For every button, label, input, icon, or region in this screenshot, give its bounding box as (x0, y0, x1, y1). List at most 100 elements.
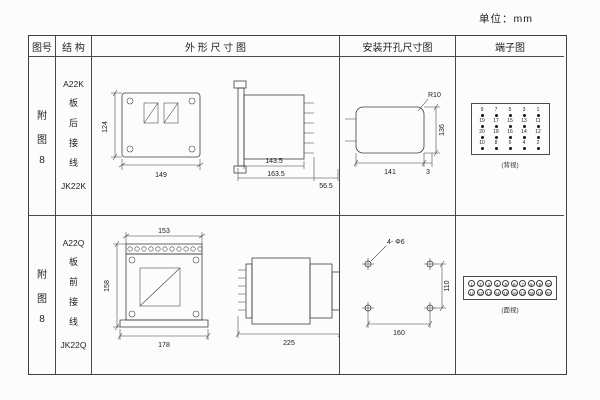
fig-char: 图 (37, 134, 47, 146)
mounting-drawing-a22q: 4- Φ6 110 160 (362, 239, 451, 337)
header-mounting-dims: 安装开孔尺寸图 (340, 36, 456, 57)
terminal-pin: 15 (502, 289, 510, 296)
outline-drawing-row1: 124 149 143.5 163.5 56.5 (92, 57, 340, 216)
outline-drawing-a22q: 153 158 178 (104, 228, 340, 349)
dim-front-width: 149 (155, 172, 167, 179)
structure-char: 接 (68, 297, 78, 307)
header-terminal-diagram: 端子图 (456, 36, 564, 57)
structure-row1: A22K 板 后 接 线 JK22K (56, 57, 92, 216)
terminal-pin: 6 (510, 280, 518, 287)
terminal-pin: 12 (534, 130, 543, 139)
structure-char: 接 (68, 138, 78, 148)
terminal-pin: 1 (534, 108, 543, 117)
dim-front-height: 124 (102, 121, 109, 133)
dim-side-depth: 56.5 (319, 183, 333, 190)
structure-char: 线 (68, 158, 78, 168)
header-fig-no: 图号 (29, 36, 56, 57)
unit-label: 单位：mm (479, 13, 533, 25)
terminal-pin: 8 (492, 141, 501, 150)
terminal-pin: 18 (492, 130, 501, 139)
dim-edge-gap: 3 (426, 169, 430, 176)
terminal-pin: 7 (492, 108, 501, 117)
dim-corner-radius: R10 (428, 92, 441, 99)
terminal-cell-row1: 9 7 5 3 1 19 17 15 13 11 20 18 16 (456, 57, 564, 216)
terminal-pin: 20 (544, 289, 552, 296)
terminal-row: 10 8 6 4 2 (478, 141, 543, 150)
terminal-pin: 19 (478, 119, 487, 128)
fig-no-row1: 附 图 8 (29, 57, 56, 216)
terminal-pin: 12 (476, 289, 484, 296)
structure-char: 后 (68, 118, 78, 128)
terminal-pin: 3 (520, 108, 529, 117)
dim-top-width: 153 (158, 228, 170, 235)
terminal-pin: 15 (506, 119, 515, 128)
dim-hole-spacing-v: 110 (444, 280, 451, 291)
dim-side-length: 225 (283, 340, 295, 347)
structure-char: 前 (68, 277, 78, 287)
dim-side-length1: 143.5 (265, 158, 283, 165)
model-code: A22K (63, 79, 84, 89)
terminal-pin: 20 (478, 130, 487, 139)
model-code: JK22Q (60, 340, 87, 350)
terminal-pin: 11 (534, 119, 543, 128)
terminal-pin: 10 (544, 280, 552, 287)
terminal-pin: 5 (502, 280, 510, 287)
terminal-diagram-front-view: 1 2 3 4 5 6 7 8 9 10 11 12 13 14 15 (463, 276, 557, 300)
structure-char: 线 (68, 317, 78, 327)
terminal-pin: 16 (510, 289, 518, 296)
model-code: A22Q (62, 238, 85, 248)
dimension-table: 图号 结 构 外 形 尺 寸 图 安装开孔尺寸图 端子图 附 图 8 A22K … (28, 35, 567, 375)
terminal-pin: 19 (536, 289, 544, 296)
terminal-pin: 13 (520, 119, 529, 128)
terminal-row: 19 17 15 13 11 (478, 119, 543, 128)
terminal-pin: 13 (485, 289, 493, 296)
terminal-pin: 9 (536, 280, 544, 287)
fig-char: 图 (37, 293, 47, 305)
terminal-pin: 14 (520, 130, 529, 139)
dim-hole-callout: 4- Φ6 (387, 239, 405, 246)
terminal-row: 1 2 3 4 5 6 7 8 9 10 (468, 280, 552, 287)
model-code: JK22K (60, 181, 87, 191)
fig-char: 8 (39, 154, 45, 166)
fig-char: 附 (37, 110, 47, 122)
dim-cutout-height: 136 (439, 124, 446, 136)
mounting-drawing-row1: R10 136 141 3 (340, 57, 456, 216)
terminal-diagram-rear-view: 9 7 5 3 1 19 17 15 13 11 20 18 16 (470, 103, 550, 155)
terminal-pin: 7 (519, 280, 527, 287)
mounting-drawing-row2: 4- Φ6 110 160 (340, 216, 456, 374)
terminal-pin: 8 (527, 280, 535, 287)
terminal-pin: 16 (506, 130, 515, 139)
structure-char: 板 (68, 257, 78, 267)
outline-drawing-a22k: 124 149 143.5 163.5 56.5 (102, 80, 339, 190)
terminal-pin: 17 (519, 289, 527, 296)
fig-char: 8 (39, 313, 45, 325)
terminal-row: 11 12 13 14 15 16 17 18 19 20 (468, 289, 552, 296)
header-structure: 结 构 (56, 36, 92, 57)
terminal-pin: 4 (520, 141, 529, 150)
terminal-pin: 4 (493, 280, 501, 287)
terminal-pin: 6 (506, 141, 515, 150)
terminal-pin: 2 (476, 280, 484, 287)
fig-char: 附 (37, 269, 47, 281)
terminal-pin: 14 (493, 289, 501, 296)
fig-no-row2: 附 图 8 (29, 216, 56, 374)
terminal-pin: 11 (468, 289, 476, 296)
dim-hole-spacing-h: 160 (393, 330, 405, 337)
terminal-view-label: (面视) (501, 307, 519, 314)
structure-char: 板 (68, 98, 78, 108)
dim-bottom-width: 178 (158, 342, 170, 349)
structure-row2: A22Q 板 前 接 线 JK22Q (56, 216, 92, 374)
terminal-pin: 10 (478, 141, 487, 150)
dim-front-height: 158 (104, 280, 111, 292)
dim-cutout-width: 141 (384, 169, 396, 176)
terminal-pin: 3 (485, 280, 493, 287)
terminal-cell-row2: 1 2 3 4 5 6 7 8 9 10 11 12 13 14 15 (456, 216, 564, 374)
header-outline-dims: 外 形 尺 寸 图 (92, 36, 340, 57)
terminal-pin: 1 (468, 280, 476, 287)
outline-drawing-row2: 153 158 178 (92, 216, 340, 374)
terminal-pin: 18 (527, 289, 535, 296)
terminal-pin: 17 (492, 119, 501, 128)
terminal-row: 9 7 5 3 1 (478, 108, 543, 117)
terminal-pin: 2 (534, 141, 543, 150)
